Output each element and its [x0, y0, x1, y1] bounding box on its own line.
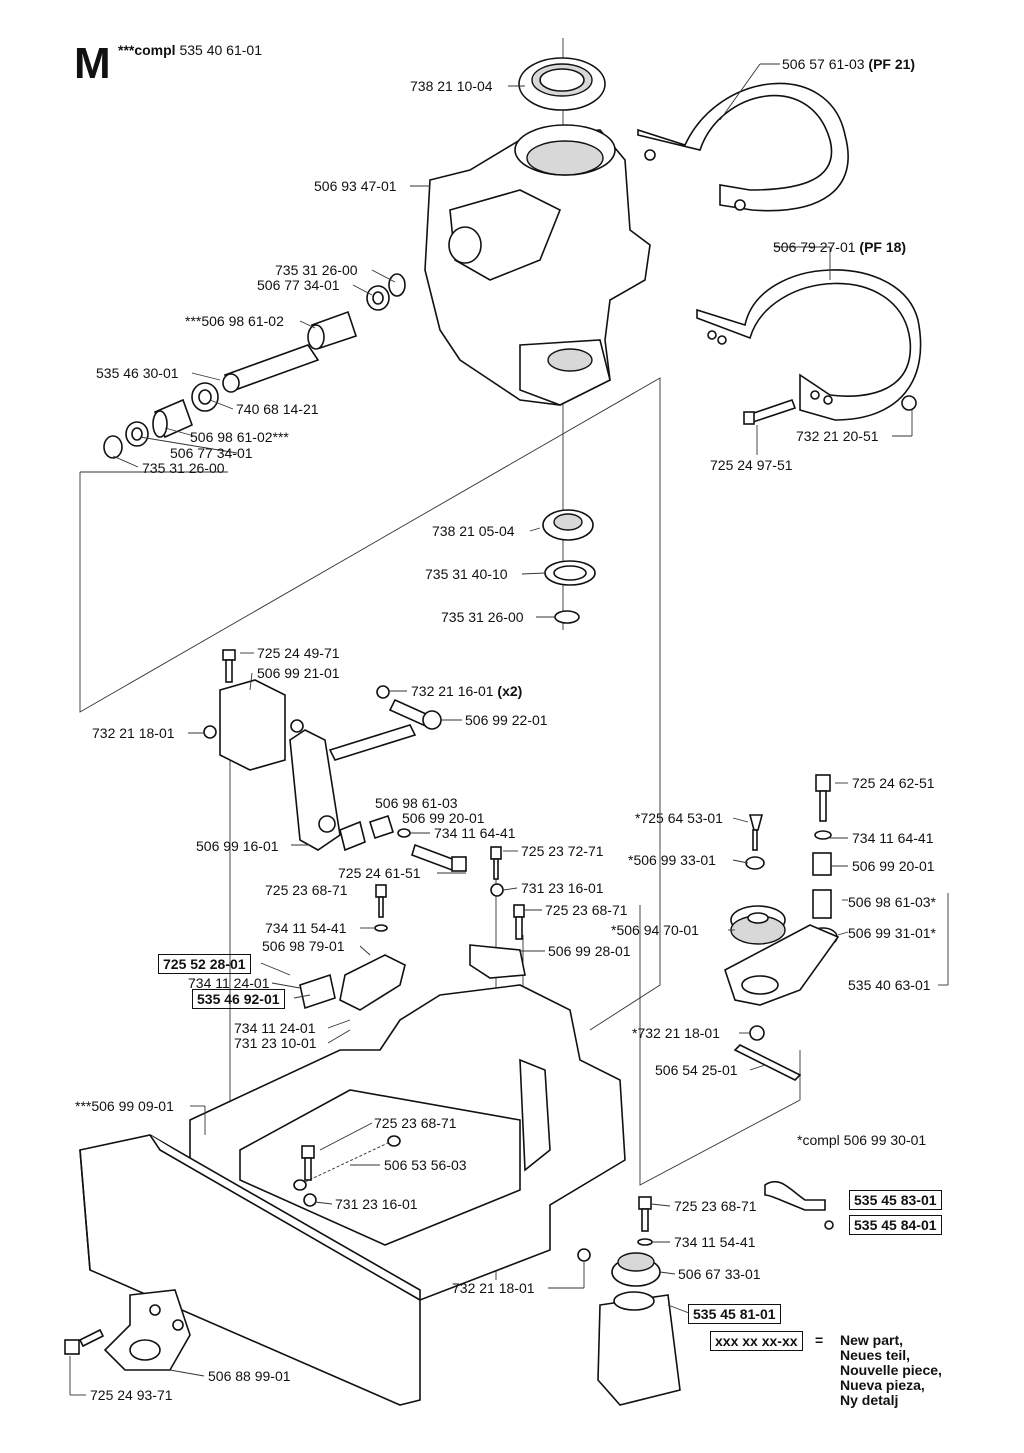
part-label[interactable]: 734 11 24-01: [188, 975, 270, 991]
part-label[interactable]: 725 23 68-71: [265, 882, 348, 898]
compl-part: 535 40 61-01: [179, 42, 262, 58]
part-label[interactable]: 506 99 16-01: [196, 838, 279, 854]
part-label[interactable]: 506 98 61-03*: [848, 894, 936, 910]
part-label[interactable]: 725 24 97-51: [710, 457, 793, 473]
section-letter: M: [74, 39, 111, 88]
part-label[interactable]: 725 23 68-71: [674, 1198, 757, 1214]
part-label[interactable]: 725 24 61-51: [338, 865, 421, 881]
part-label[interactable]: 735 31 26-00: [142, 460, 225, 476]
part-label-new[interactable]: 535 45 81-01: [688, 1304, 781, 1324]
part-label[interactable]: 506 99 21-01: [257, 665, 340, 681]
part-label[interactable]: 734 11 24-01: [234, 1020, 316, 1036]
part-label[interactable]: 740 68 14-21: [236, 401, 319, 417]
part-label-new[interactable]: 535 45 83-01: [849, 1190, 942, 1210]
part-label[interactable]: 731 23 10-01: [234, 1035, 317, 1051]
part-label[interactable]: 506 88 99-01: [208, 1368, 291, 1384]
part-label[interactable]: 731 23 16-01: [521, 880, 604, 896]
part-label[interactable]: 725 24 49-71: [257, 645, 340, 661]
part-label[interactable]: 506 98 61-02***: [190, 429, 289, 445]
part-label[interactable]: 732 21 20-51: [796, 428, 879, 444]
part-label[interactable]: 506 77 34-01: [170, 445, 253, 461]
part-label[interactable]: 734 11 54-41: [265, 920, 347, 936]
part-label[interactable]: 725 24 93-71: [90, 1387, 173, 1403]
part-label[interactable]: 725 23 72-71: [521, 843, 604, 859]
part-label[interactable]: 506 67 33-01: [678, 1266, 761, 1282]
linkage: [203, 649, 467, 872]
part-label[interactable]: *506 94 70-01: [611, 922, 699, 938]
pulley-assembly: [724, 774, 840, 1081]
part-label[interactable]: 506 57 61-03 (PF 21): [782, 56, 916, 72]
part-label[interactable]: 506 99 22-01: [465, 712, 548, 728]
part-label[interactable]: 506 77 34-01: [257, 277, 340, 293]
part-label[interactable]: 506 99 20-01: [402, 810, 485, 826]
part-label[interactable]: 735 31 26-00: [441, 609, 524, 625]
part-label[interactable]: 734 11 64-41: [434, 825, 516, 841]
part-label[interactable]: *compl 506 99 30-01: [797, 1132, 927, 1148]
part-label[interactable]: 535 40 63-01: [848, 977, 931, 993]
part-label[interactable]: 735 31 26-00: [275, 262, 358, 278]
part-label-new[interactable]: 535 45 84-01: [849, 1215, 942, 1235]
part-label[interactable]: 725 23 68-71: [545, 902, 628, 918]
part-label-new[interactable]: 725 52 28-01: [158, 954, 251, 974]
tank: [577, 1180, 834, 1406]
part-label[interactable]: 506 99 28-01: [548, 943, 631, 959]
part-label[interactable]: *732 21 18-01: [632, 1025, 720, 1041]
part-label[interactable]: 506 79 27-01 (PF 18): [773, 239, 907, 255]
part-label[interactable]: 506 99 20-01: [852, 858, 935, 874]
part-label[interactable]: 732 21 18-01: [92, 725, 175, 741]
shaft-assembly: [103, 273, 406, 459]
legend-new-part: New part, Neues teil, Nouvelle piece, Nu…: [840, 1332, 942, 1408]
part-label[interactable]: 738 21 05-04: [432, 523, 515, 539]
legend-equals: =: [815, 1332, 824, 1348]
part-label[interactable]: 731 23 16-01: [335, 1196, 418, 1212]
compl-prefix: ***compl: [118, 42, 176, 58]
part-label[interactable]: 506 54 25-01: [655, 1062, 738, 1078]
section-compl: ***compl 535 40 61-01: [118, 42, 262, 58]
part-label[interactable]: 506 98 79-01: [262, 938, 345, 954]
part-label[interactable]: ***506 98 61-02: [185, 313, 284, 329]
part-label[interactable]: 506 98 61-03: [375, 795, 458, 811]
bearing-top: [518, 57, 606, 111]
part-label-new[interactable]: 535 46 92-01: [192, 989, 285, 1009]
part-label[interactable]: 725 23 68-71: [374, 1115, 457, 1131]
part-label[interactable]: 734 11 54-41: [674, 1234, 756, 1250]
part-label[interactable]: 506 93 47-01: [314, 178, 397, 194]
part-label[interactable]: *725 64 53-01: [635, 810, 723, 826]
part-label[interactable]: 732 21 16-01 (x2): [411, 683, 523, 699]
part-label[interactable]: 732 21 18-01: [452, 1280, 535, 1296]
part-label[interactable]: ***506 99 09-01: [75, 1098, 174, 1114]
legend-sample-box: xxx xx xx-xx: [710, 1331, 803, 1351]
part-label[interactable]: 535 46 30-01: [96, 365, 179, 381]
part-label[interactable]: *506 99 33-01: [628, 852, 716, 868]
part-label[interactable]: 738 21 10-04: [410, 78, 493, 94]
part-label[interactable]: 506 99 31-01*: [848, 925, 936, 941]
part-label[interactable]: 734 11 64-41: [852, 830, 934, 846]
part-label[interactable]: 506 53 56-03: [384, 1157, 467, 1173]
part-label[interactable]: 735 31 40-10: [425, 566, 508, 582]
part-label[interactable]: 725 24 62-51: [852, 775, 935, 791]
